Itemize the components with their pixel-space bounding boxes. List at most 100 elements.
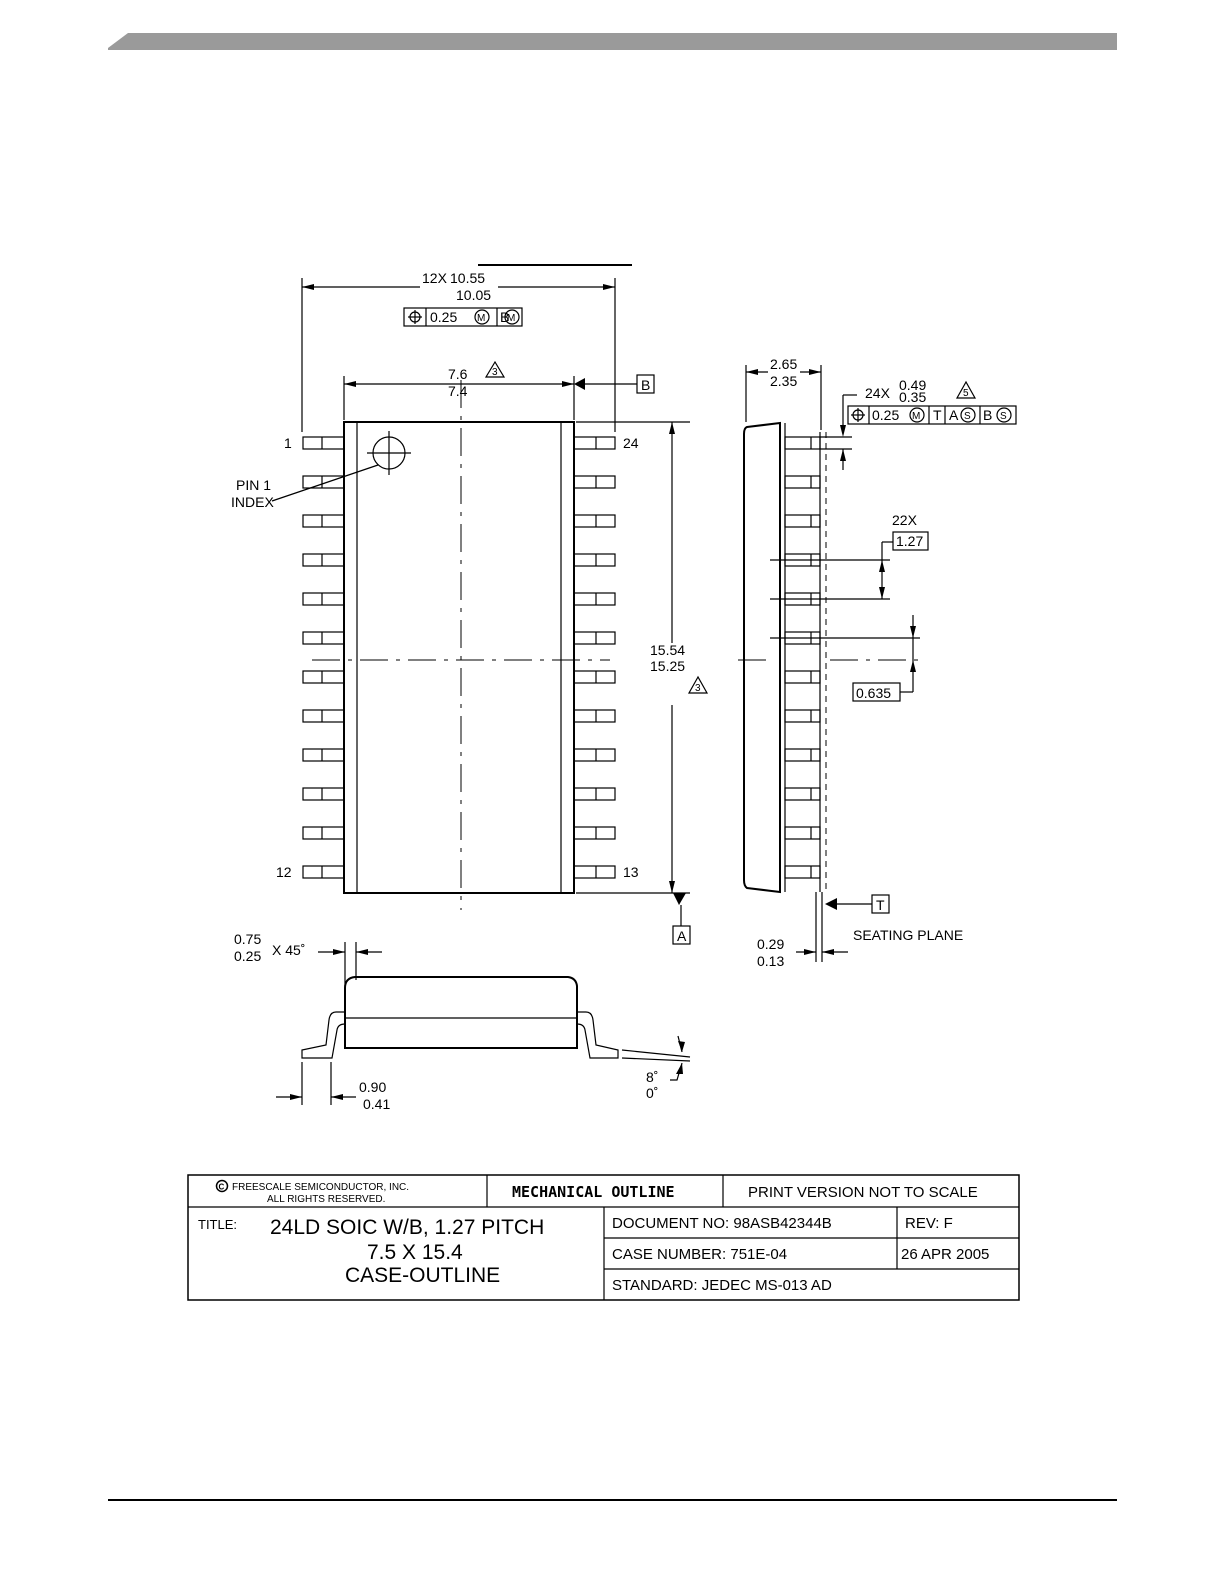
lead-width-min: 0.35: [899, 389, 926, 405]
lead: [573, 436, 616, 450]
note-flag-icon: [687, 675, 709, 694]
svg-text:C: C: [219, 1183, 225, 1192]
mmc-icon: [909, 407, 925, 423]
angle-min: 0˚: [646, 1085, 658, 1101]
side-leads: [784, 436, 821, 879]
lead: [573, 553, 616, 567]
title-block: C FREESCALE SEMICONDUCTOR, INC. ALL RIGH…: [187, 1174, 1020, 1301]
note-flag-icon: [955, 380, 977, 399]
datum-a-box: [672, 925, 691, 945]
height-min: 2.35: [770, 373, 797, 389]
side-body: [743, 421, 781, 894]
lead: [573, 709, 616, 723]
fcf-lead-datum-a: A: [949, 407, 959, 423]
case-number: CASE NUMBER: 751E-04: [612, 1246, 787, 1263]
overall-width-max: 10.55: [450, 270, 485, 286]
header-bar: [108, 33, 1117, 50]
lead: [573, 631, 616, 645]
datum-t-box: [871, 894, 890, 914]
standoff-min: 0.13: [757, 953, 784, 969]
fcf-lead-tol: 0.25: [872, 407, 899, 423]
note-flag-icon: [484, 360, 506, 378]
pin1-index-label-1: PIN 1: [236, 477, 271, 493]
standard: STANDARD: JEDEC MS-013 AD: [612, 1277, 832, 1294]
package-body: [343, 421, 575, 894]
rfs-icon: [996, 407, 1012, 423]
note-3b-number: 3: [695, 683, 701, 694]
right-leads: [573, 436, 616, 879]
svg-text:M: M: [477, 313, 485, 324]
title-line2: 7.5 X 15.4: [367, 1241, 463, 1264]
lead: [573, 670, 616, 684]
mmc-icon: [504, 309, 520, 325]
body-width-max: 7.6: [448, 366, 468, 382]
lead: [302, 475, 345, 489]
half-pitch-box: [852, 682, 901, 702]
lead: [302, 514, 345, 528]
pin-number-24: 24: [623, 435, 639, 451]
svg-text:S: S: [964, 411, 971, 422]
lead: [573, 865, 616, 879]
body-length-min: 15.25: [650, 658, 685, 674]
revision: REV: F: [905, 1215, 953, 1232]
title-label: TITLE:: [198, 1217, 237, 1232]
lead: [573, 748, 616, 762]
end-lead-right: [576, 1011, 619, 1059]
body-length-max: 15.54: [650, 642, 685, 658]
lead: [573, 592, 616, 606]
body-width-min: 7.4: [448, 383, 468, 399]
lead: [302, 787, 345, 801]
lead: [573, 826, 616, 840]
fcf-lead-width: 0.25 M T A S B S: [847, 405, 1017, 425]
seating-plane-label: SEATING PLANE: [853, 927, 963, 943]
chamfer-max: 0.75: [234, 931, 261, 947]
title-line1: 24LD SOIC W/B, 1.27 PITCH: [270, 1216, 544, 1239]
copyright-line1: FREESCALE SEMICONDUCTOR, INC.: [232, 1182, 409, 1193]
print-version: PRINT VERSION NOT TO SCALE: [748, 1184, 978, 1201]
chamfer-angle: X 45˚: [272, 942, 305, 958]
pin1-index-label-2: INDEX: [231, 494, 274, 510]
svg-text:M: M: [507, 313, 515, 324]
datum-triangle-icon: [825, 898, 837, 910]
fcf-overall-tol: 0.25: [430, 309, 457, 325]
title-line3: CASE-OUTLINE: [345, 1264, 500, 1287]
rfs-icon: [960, 407, 976, 423]
overall-width-prefix: 12X: [422, 270, 448, 286]
lead: [302, 436, 345, 450]
foot-length-max: 0.90: [359, 1079, 386, 1095]
lead: [302, 826, 345, 840]
lead: [573, 787, 616, 801]
mechanical-outline: MECHANICAL OUTLINE: [512, 1183, 675, 1201]
pin-number-1: 1: [284, 435, 292, 451]
lead-width-prefix: 24X: [865, 385, 891, 401]
top-view: PIN 1 INDEX: [231, 270, 709, 945]
datum-a-letter: A: [677, 928, 687, 944]
overall-width-min: 10.05: [456, 287, 491, 303]
svg-text:S: S: [1000, 411, 1007, 422]
pin-number-13: 13: [623, 864, 639, 880]
copyright-line2: ALL RIGHTS RESERVED.: [267, 1194, 385, 1205]
pitch-prefix: 22X: [892, 512, 918, 528]
revision-date: 26 APR 2005: [901, 1246, 989, 1263]
lead: [573, 514, 616, 528]
foot-length-min: 0.41: [363, 1096, 390, 1112]
half-pitch-value: 0.635: [856, 685, 891, 701]
fcf-lead-datum-t: T: [933, 407, 942, 423]
lead: [302, 748, 345, 762]
lead: [302, 865, 345, 879]
lead: [302, 670, 345, 684]
datum-b-letter: B: [641, 377, 650, 393]
side-view: 2.65 2.35 24X 0.49 0.35 5 0.25 M T A: [738, 356, 1017, 969]
standoff-max: 0.29: [757, 936, 784, 952]
copyright-icon: [215, 1179, 229, 1193]
note-5-number: 5: [963, 388, 969, 399]
svg-text:M: M: [912, 411, 920, 422]
pin-number-12: 12: [276, 864, 292, 880]
document-number: DOCUMENT NO: 98ASB42344B: [612, 1215, 832, 1232]
lead-width-max: 0.49: [899, 377, 926, 393]
height-max: 2.65: [770, 356, 797, 372]
datum-b-box: [636, 374, 655, 394]
end-view: 0.75 0.25 X 45˚ 0.90 0.41 8˚ 0˚: [234, 931, 691, 1112]
mmc-icon: [474, 309, 490, 325]
